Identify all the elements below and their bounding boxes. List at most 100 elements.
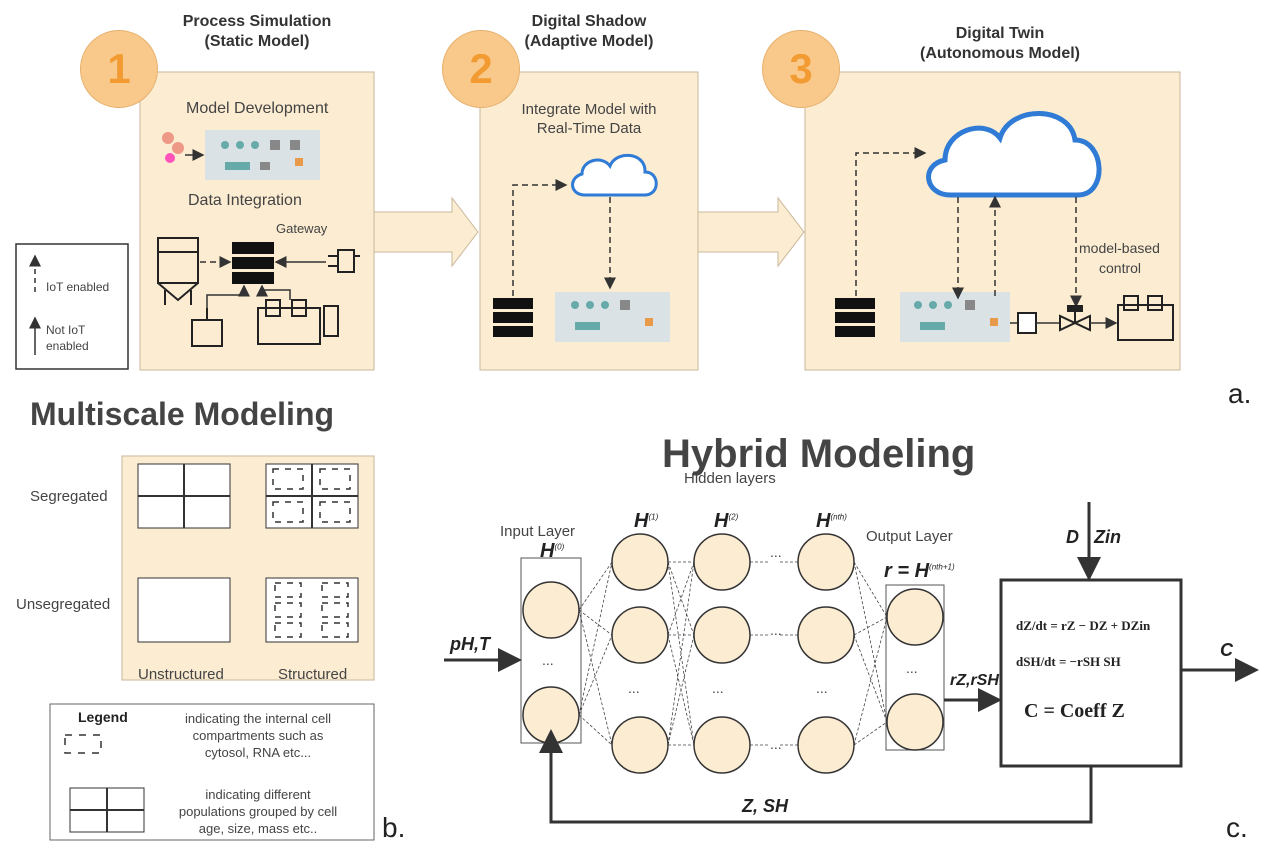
sensor-icon	[328, 249, 360, 273]
iot-enabled-label: IoT enabled	[46, 280, 110, 294]
nn-edge	[853, 616, 888, 636]
nn-edge	[578, 609, 613, 636]
server-icon-2	[493, 298, 533, 337]
equation-1: dZ/dt = rZ − DZ + DZin	[1016, 618, 1151, 633]
step3-title-line1: Digital Twin	[955, 25, 1045, 42]
step3-title: Digital Twin (Autonomous Model)	[850, 24, 1150, 64]
cloud-icon-3	[926, 111, 1102, 198]
dots-row2: ...	[770, 622, 782, 638]
h0-label: H(0)	[540, 540, 564, 563]
nn-edge	[667, 561, 695, 636]
h2-text: H	[714, 510, 729, 532]
h0-text: H	[540, 540, 555, 562]
legend-item2-line3: age, size, mass etc..	[198, 821, 318, 836]
legend-item2-line1: indicating different	[205, 787, 311, 802]
d-label: D	[1066, 527, 1079, 547]
cloud-icon-2	[571, 153, 658, 197]
nn-edge	[667, 561, 695, 636]
dots-row3: ...	[770, 736, 782, 752]
hn-label: H(nth)	[816, 510, 847, 533]
mechanistic-model-box	[999, 578, 1183, 768]
control-line1: model-based	[1079, 240, 1160, 256]
step2-title-line2: (Adaptive Model)	[524, 33, 654, 50]
feedback-label: Z, SH	[742, 796, 789, 816]
dots-hn: ...	[816, 680, 828, 696]
h0-sup: (0)	[554, 542, 565, 552]
output-layer-label: Output Layer	[866, 528, 953, 545]
zin-label: Zin	[1094, 527, 1121, 547]
population-legend-icon	[69, 787, 145, 833]
nn-node	[797, 716, 855, 774]
flowsheet-icon	[205, 130, 320, 180]
nn-node	[797, 533, 855, 591]
panel-b-letter: b.	[382, 812, 406, 843]
dots-h1: ...	[628, 680, 640, 696]
bioreactor-icon-3	[1117, 295, 1174, 341]
flowsheet-icon-3	[900, 292, 1010, 342]
multiscale-title: Multiscale Modeling	[30, 396, 335, 432]
nn-edge	[578, 714, 613, 746]
nn-node	[797, 606, 855, 664]
step1-title-line1: Process Simulation	[182, 13, 332, 30]
structured-label: Structured	[278, 666, 348, 683]
dots-input: ...	[542, 652, 554, 668]
population-legend-text: indicating different populations grouped…	[148, 786, 368, 837]
step2-number: 2	[442, 30, 520, 108]
nn-node	[611, 533, 669, 591]
molecule-icon	[162, 132, 184, 163]
step3-title-line2: (Autonomous Model)	[920, 45, 1080, 62]
legend-title: Legend	[78, 709, 128, 725]
h1-label: H(1)	[634, 510, 658, 533]
not-iot-label: Not IoT enabled	[46, 322, 89, 354]
control-line2: control	[1099, 260, 1142, 276]
nn-edge	[853, 561, 888, 723]
nn-node	[886, 693, 944, 751]
nn-node	[611, 606, 669, 664]
flowsheet-icon-2	[555, 292, 670, 342]
rates-label: rZ,rSH	[950, 672, 999, 689]
output-var-label: C	[1220, 640, 1233, 660]
not-iot-line1: Not IoT	[46, 323, 86, 337]
nn-edge	[578, 561, 613, 716]
arrow-1-to-2	[373, 196, 479, 268]
nn-node	[522, 581, 580, 639]
valve-icon	[1059, 305, 1091, 332]
dots-h2: ...	[712, 680, 724, 696]
not-iot-line2: enabled	[46, 339, 89, 353]
gateway-label: Gateway	[276, 221, 328, 236]
hybrid-title: Hybrid Modeling	[662, 432, 976, 476]
step2-title-line1: Digital Shadow	[531, 13, 647, 30]
nn-edge	[853, 561, 888, 618]
hidden-layers-label: Hidden layers	[684, 470, 776, 487]
equation-3: C = Coeff Z	[1024, 700, 1125, 722]
step2-title: Digital Shadow (Adaptive Model)	[480, 12, 698, 52]
feedback-arrow	[539, 729, 1093, 824]
unsegregated-label: Unsegregated	[16, 596, 111, 613]
pump-icon	[1017, 312, 1037, 334]
r-sup: (nth+1)	[929, 562, 955, 572]
compartment-legend-text: indicating the internal cell compartment…	[148, 710, 368, 761]
legend-item2-line2: populations grouped by cell	[178, 804, 338, 819]
nn-edge	[578, 634, 613, 716]
step1-title-line2: (Static Model)	[204, 33, 310, 50]
input-var-label: pH,T	[450, 634, 490, 654]
nn-edge	[667, 634, 695, 746]
nn-node	[693, 716, 751, 774]
incubator-icon	[191, 308, 223, 347]
gateway-server-icon	[232, 242, 274, 284]
nn-connections	[578, 561, 888, 746]
unstructured-label: Unstructured	[138, 666, 224, 683]
segregated-structured-cell	[265, 463, 359, 529]
nn-node	[693, 606, 751, 664]
dots-output: ...	[906, 660, 918, 676]
panel-a-letter: a.	[1228, 378, 1252, 409]
legend-item1-line2: compartments such as	[192, 728, 324, 743]
server-icon-3	[835, 298, 875, 337]
integrate-line1: Integrate Model with	[521, 101, 657, 118]
r-text: r = H	[884, 560, 930, 582]
dots-row1: ...	[770, 544, 782, 560]
nn-edge	[578, 609, 613, 746]
input-layer-label: Input Layer	[500, 523, 576, 540]
model-development-label: Model Development	[186, 100, 329, 117]
h1-sup: (1)	[648, 512, 659, 522]
